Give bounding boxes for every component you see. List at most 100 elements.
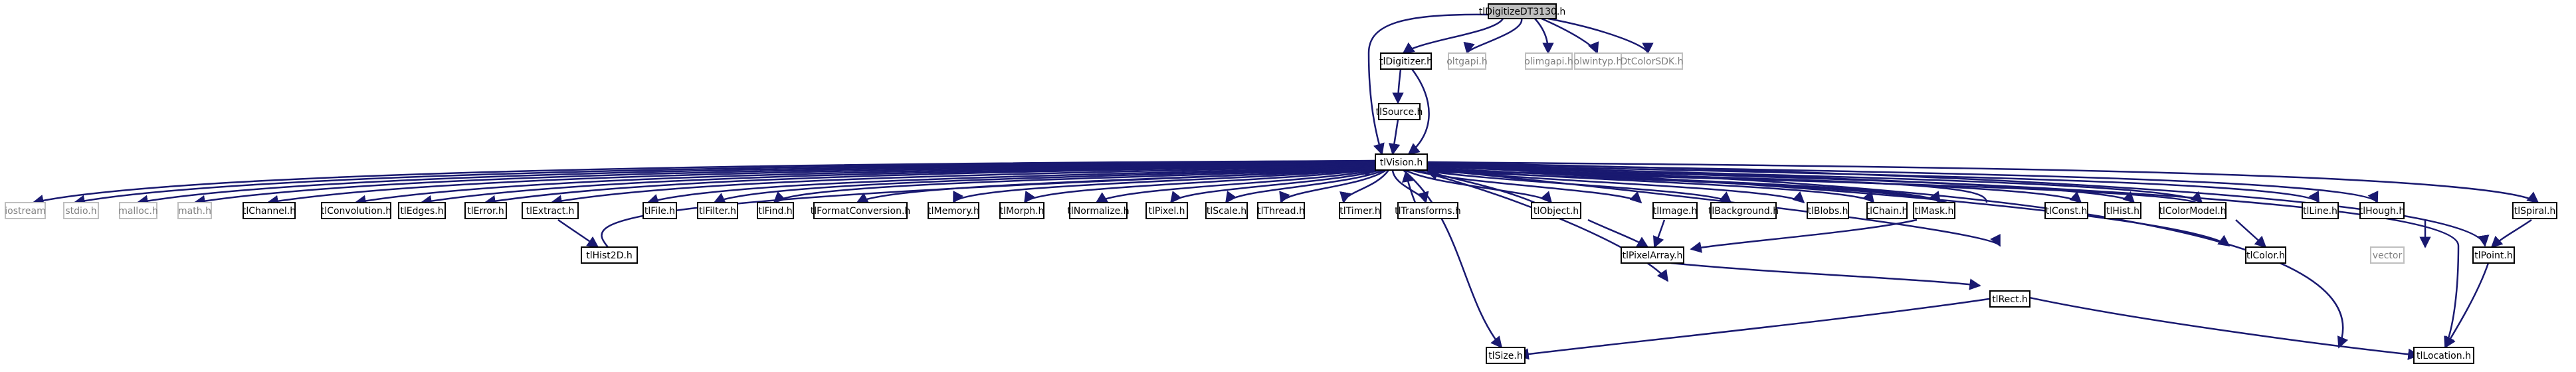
node-label: tlFormatConversion.h xyxy=(811,206,911,217)
node-box xyxy=(177,202,212,219)
node-box xyxy=(119,202,157,219)
node-tlImage[interactable]: tlImage.h xyxy=(1652,202,1698,219)
node-tlVision[interactable]: tlVision.h xyxy=(1375,153,1428,171)
node-label: tlColorModel.h xyxy=(2159,206,2226,217)
node-box xyxy=(999,202,1044,219)
node-box xyxy=(697,202,738,219)
node-label: DtColorSDK.h xyxy=(1621,56,1684,67)
node-math: math.h xyxy=(177,202,212,219)
node-label: tlSource.h xyxy=(1376,107,1423,118)
node-box xyxy=(2472,246,2515,264)
node-tlScale[interactable]: tlScale.h xyxy=(1205,202,1248,219)
node-box xyxy=(1621,52,1683,70)
node-label: tlMask.h xyxy=(1915,206,1954,217)
node-box xyxy=(1866,202,1908,219)
node-label: olimgapi.h xyxy=(1524,56,1573,67)
node-tlFile[interactable]: tlFile.h xyxy=(643,202,677,219)
node-tlNormalize[interactable]: tlNormalize.h xyxy=(1067,202,1130,219)
node-tlTransforms[interactable]: tlTransforms.h xyxy=(1395,202,1461,219)
node-tlBackground[interactable]: tlBackground.h xyxy=(1708,202,1779,219)
node-box xyxy=(1205,202,1248,219)
node-tlBlobs[interactable]: tlBlobs.h xyxy=(1807,202,1849,219)
node-tlFormatConversion[interactable]: tlFormatConversion.h xyxy=(811,202,911,219)
node-oltgapi: oltgapi.h xyxy=(1446,52,1488,70)
node-label: olwintyp.h xyxy=(1574,56,1623,67)
node-box xyxy=(757,202,794,219)
node-box xyxy=(522,202,579,219)
node-tlMemory[interactable]: tlMemory.h xyxy=(928,202,979,219)
node-tlSize[interactable]: tlSize.h xyxy=(1486,347,1526,364)
node-tlFilter[interactable]: tlFilter.h xyxy=(697,202,738,219)
node-box xyxy=(1257,202,1305,219)
node-tlConvolution[interactable]: tlConvolution.h xyxy=(321,202,391,219)
node-tlLine[interactable]: tlLine.h xyxy=(2302,202,2339,219)
node-box xyxy=(1652,202,1698,219)
node-tlEdges[interactable]: tlEdges.h xyxy=(398,202,446,219)
node-root[interactable]: tlDigitizeDT3130.h xyxy=(1479,3,1565,19)
node-label: vector xyxy=(2373,250,2403,261)
node-tlConst[interactable]: tlConst.h xyxy=(2044,202,2088,219)
node-box xyxy=(2359,202,2405,219)
node-label: iostream xyxy=(5,206,46,217)
node-tlTimer[interactable]: tlTimer.h xyxy=(1339,202,1381,219)
node-label: tlConst.h xyxy=(2046,206,2088,217)
node-box xyxy=(1621,246,1684,264)
node-tlPixelArray[interactable]: tlPixelArray.h xyxy=(1621,246,1684,264)
node-box xyxy=(1339,202,1381,219)
node-box xyxy=(2159,202,2227,219)
node-label: tlDigitizer.h xyxy=(1379,56,1433,67)
node-box xyxy=(2104,202,2141,219)
node-tlPixel[interactable]: tlPixel.h xyxy=(1145,202,1188,219)
node-tlObject[interactable]: tlObject.h xyxy=(1531,202,1581,219)
node-tlDigitizer[interactable]: tlDigitizer.h xyxy=(1379,52,1433,70)
node-box xyxy=(1525,52,1573,70)
node-dtcolor: DtColorSDK.h xyxy=(1621,52,1684,70)
node-box xyxy=(2302,202,2339,219)
node-label: tlFile.h xyxy=(644,206,675,217)
node-stdio: stdio.h xyxy=(63,202,99,219)
node-label: tlColor.h xyxy=(2246,250,2285,261)
node-box xyxy=(243,202,296,219)
node-tlExtract[interactable]: tlExtract.h xyxy=(522,202,579,219)
node-label: tlLocation.h xyxy=(2417,351,2471,361)
node-tlThread[interactable]: tlThread.h xyxy=(1257,202,1305,219)
node-label: tlLine.h xyxy=(2303,206,2337,217)
node-label: tlSpiral.h xyxy=(2514,206,2556,217)
node-box xyxy=(1378,103,1421,120)
node-tlRect[interactable]: tlRect.h xyxy=(1989,290,2031,308)
node-vector: vector xyxy=(2370,246,2405,264)
node-tlChain[interactable]: tlChain.h xyxy=(1866,202,1908,219)
node-tlPoint[interactable]: tlPoint.h xyxy=(2472,246,2515,264)
node-tlMorph[interactable]: tlMorph.h xyxy=(999,202,1044,219)
node-tlHough[interactable]: tlHough.h xyxy=(2359,202,2405,219)
node-label: tlHist.h xyxy=(2106,206,2139,217)
node-tlHist[interactable]: tlHist.h xyxy=(2104,202,2141,219)
node-label: tlNormalize.h xyxy=(1067,206,1129,217)
node-tlSpiral[interactable]: tlSpiral.h xyxy=(2512,202,2557,219)
node-label: tlFind.h xyxy=(758,206,792,217)
node-box xyxy=(1145,202,1188,219)
node-iostream: iostream xyxy=(5,202,46,219)
node-tlColorModel[interactable]: tlColorModel.h xyxy=(2159,202,2227,219)
node-label: math.h xyxy=(178,206,211,217)
node-tlHist2D[interactable]: tlHist2D.h xyxy=(581,246,638,264)
node-label: tlPixel.h xyxy=(1148,206,1185,217)
node-tlFind[interactable]: tlFind.h xyxy=(757,202,794,219)
node-box xyxy=(2512,202,2557,219)
node-label: tlImage.h xyxy=(1653,206,1698,217)
node-box xyxy=(464,202,507,219)
node-label: tlBlobs.h xyxy=(1808,206,1848,217)
node-box xyxy=(1375,153,1428,171)
node-tlColor[interactable]: tlColor.h xyxy=(2245,246,2286,264)
node-label: stdio.h xyxy=(65,206,96,217)
node-label: tlExtract.h xyxy=(526,206,575,217)
node-tlChannel[interactable]: tlChannel.h xyxy=(243,202,296,219)
node-label: tlRect.h xyxy=(1992,294,2028,305)
node-tlLocation[interactable]: tlLocation.h xyxy=(2413,347,2474,364)
node-label: tlPoint.h xyxy=(2474,250,2512,261)
node-tlMask[interactable]: tlMask.h xyxy=(1913,202,1955,219)
node-tlSource[interactable]: tlSource.h xyxy=(1376,103,1423,120)
node-box xyxy=(1574,52,1622,70)
node-tlError[interactable]: tlError.h xyxy=(464,202,507,219)
node-label: tlScale.h xyxy=(1207,206,1246,217)
